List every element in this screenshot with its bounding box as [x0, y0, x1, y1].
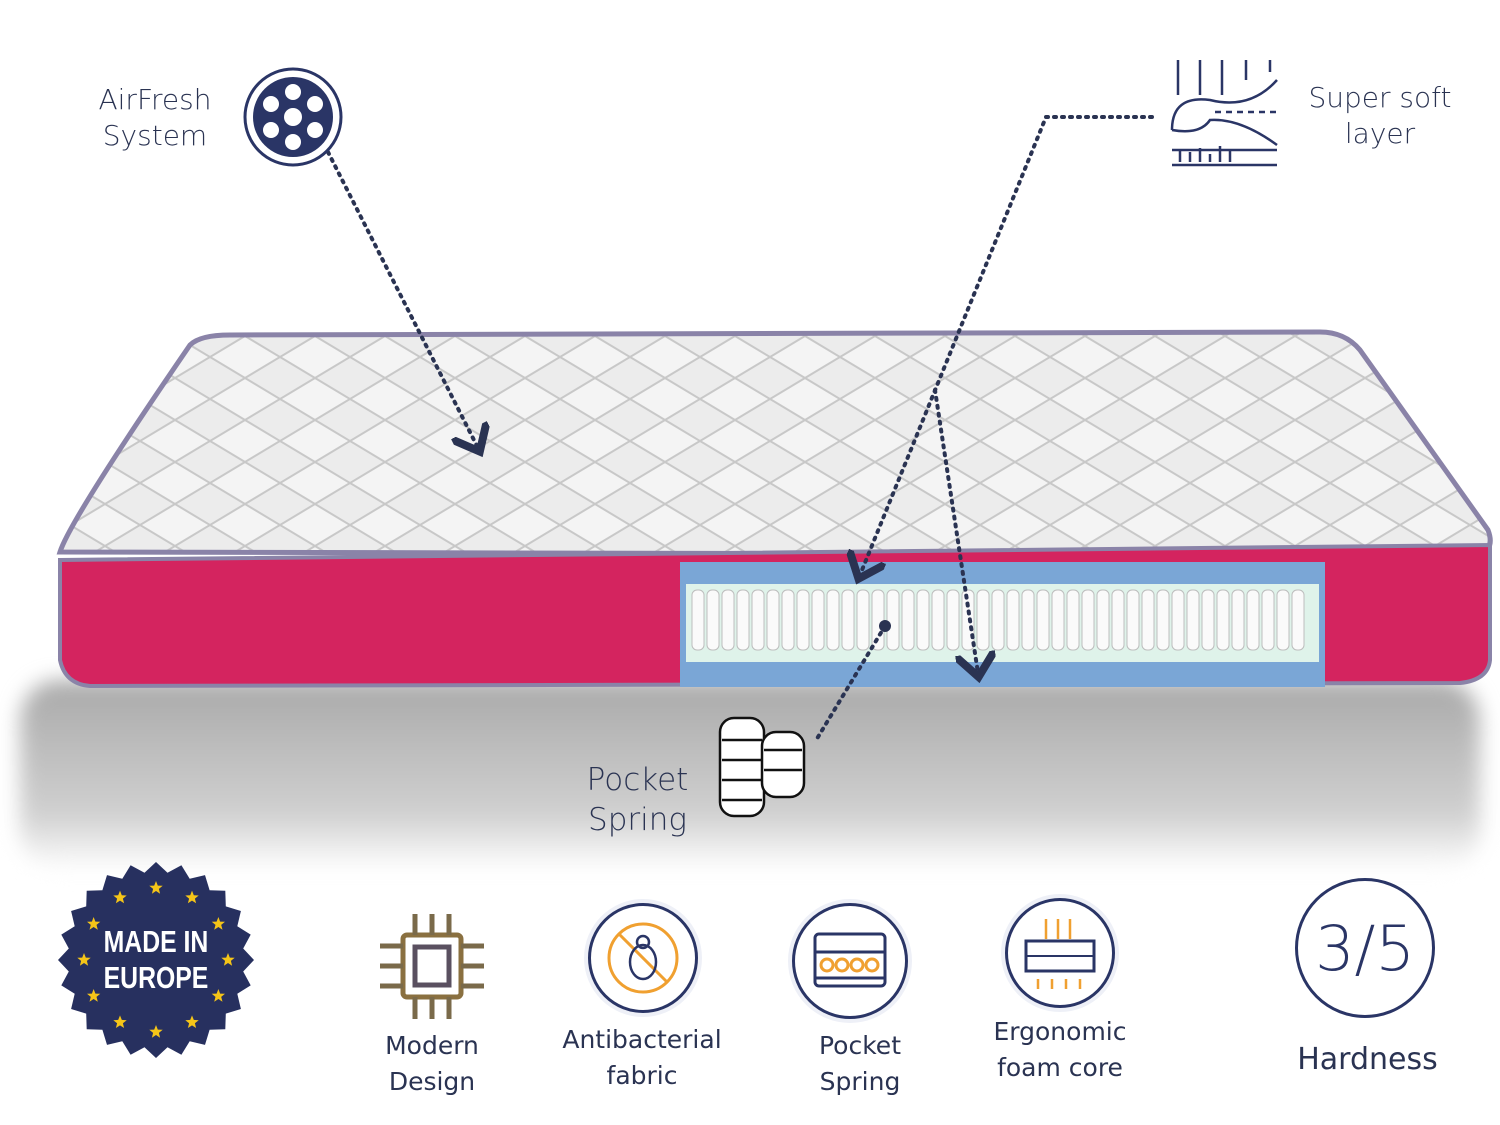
star-icon	[185, 890, 199, 904]
spring-coil	[931, 589, 945, 651]
spring-coil	[706, 589, 720, 651]
super-soft-line2: layer	[1344, 117, 1416, 151]
star-icon	[211, 917, 225, 930]
pocket-spring-label: Pocket Spring	[570, 760, 705, 841]
spring-coil	[736, 589, 750, 651]
star-icon	[87, 917, 101, 930]
feature-line2: Spring	[819, 1067, 901, 1097]
feature-line1: Modern	[385, 1031, 479, 1060]
hardness-circle: 3/5	[1295, 878, 1435, 1018]
spring-coil	[1246, 589, 1260, 651]
spring-coil	[991, 589, 1005, 651]
made-in-europe-badge: MADE IN EUROPE	[58, 862, 254, 1058]
super-soft-pointer	[860, 115, 1154, 575]
hardness-label: Hardness	[1297, 1042, 1438, 1077]
spring-coil	[1081, 589, 1095, 651]
pocket-spring-sketch	[718, 716, 806, 818]
spring-coil	[1141, 589, 1155, 651]
pocket-spring-pointer	[813, 624, 887, 744]
pocket-spring-line1: Pocket	[586, 762, 689, 798]
feature-line2: foam core	[997, 1053, 1123, 1083]
spring-coil	[1156, 589, 1170, 651]
spring-coil	[916, 589, 930, 651]
feature-ergonomic-foam: Ergonomic foam core	[970, 1014, 1150, 1087]
mattress-illustration	[56, 60, 1493, 818]
spring-coil	[1171, 589, 1185, 651]
spring-coil	[1186, 589, 1200, 651]
spring-coil	[1051, 589, 1065, 651]
spring-coil	[1111, 589, 1125, 651]
star-icon	[113, 890, 127, 904]
spring-coil	[901, 589, 915, 651]
star-icon	[87, 989, 101, 1002]
no-bug-icon	[588, 903, 698, 1013]
airfresh-line2: System	[102, 119, 208, 153]
spring-coil	[1021, 589, 1035, 651]
spring-coil	[1096, 589, 1110, 651]
spring-coil	[1231, 589, 1245, 651]
pocket-spring-icon	[792, 903, 908, 1019]
spring-coil	[1126, 589, 1140, 651]
foam-core-icon	[1005, 898, 1115, 1008]
spring-coil	[856, 589, 870, 651]
spring-coil	[751, 589, 765, 651]
spring-coil	[811, 589, 825, 651]
core-pointer	[933, 388, 978, 673]
hardness-value: 3/5	[1315, 911, 1415, 985]
spring-coil	[691, 589, 705, 651]
spring-coil	[1006, 589, 1020, 651]
feature-line1: Antibacterial	[562, 1025, 722, 1054]
spring-coil	[1276, 589, 1290, 651]
spring-coil	[1036, 589, 1050, 651]
spring-coil	[976, 589, 990, 651]
feature-antibacterial: Antibacterial fabric	[552, 1022, 732, 1095]
star-icon	[77, 953, 91, 966]
spring-coil	[796, 589, 810, 651]
super-soft-layer-icon	[1170, 60, 1278, 167]
spring-coil	[1216, 589, 1230, 651]
spring-coil	[721, 589, 735, 651]
spring-coil	[1261, 589, 1275, 651]
star-icon	[221, 953, 235, 966]
pocket-spring-line2: Spring	[588, 802, 687, 839]
badge-line2: EUROPE	[104, 960, 209, 994]
spring-coil	[1201, 589, 1215, 651]
star-icon	[211, 989, 225, 1002]
feature-line1: Ergonomic	[993, 1017, 1127, 1046]
airfresh-label: AirFresh System	[80, 82, 230, 155]
super-soft-line1: Super soft	[1308, 81, 1452, 114]
feature-line2: fabric	[606, 1061, 678, 1091]
badge-line1: MADE IN	[104, 924, 209, 958]
spring-coil	[781, 589, 795, 651]
spring-coil	[826, 589, 840, 651]
airfresh-pointer	[326, 150, 478, 448]
spring-coil	[1291, 589, 1305, 651]
star-icon	[149, 1025, 163, 1038]
feature-line1: Pocket	[819, 1031, 901, 1060]
spring-coils	[691, 589, 1305, 651]
spring-coil	[766, 589, 780, 651]
spring-coil	[841, 589, 855, 651]
star-icon	[185, 1015, 199, 1028]
chip-icon	[380, 914, 484, 1019]
airfresh-icon	[243, 67, 343, 167]
star-icon	[149, 881, 163, 894]
airfresh-line1: AirFresh	[98, 83, 212, 116]
feature-line2: Design	[388, 1067, 476, 1097]
super-soft-label: Super soft layer	[1295, 80, 1465, 153]
star-icon	[113, 1015, 127, 1028]
spring-coil	[946, 589, 960, 651]
mattress-top	[56, 329, 1493, 558]
spring-coil	[1066, 589, 1080, 651]
spring-coil	[886, 589, 900, 651]
